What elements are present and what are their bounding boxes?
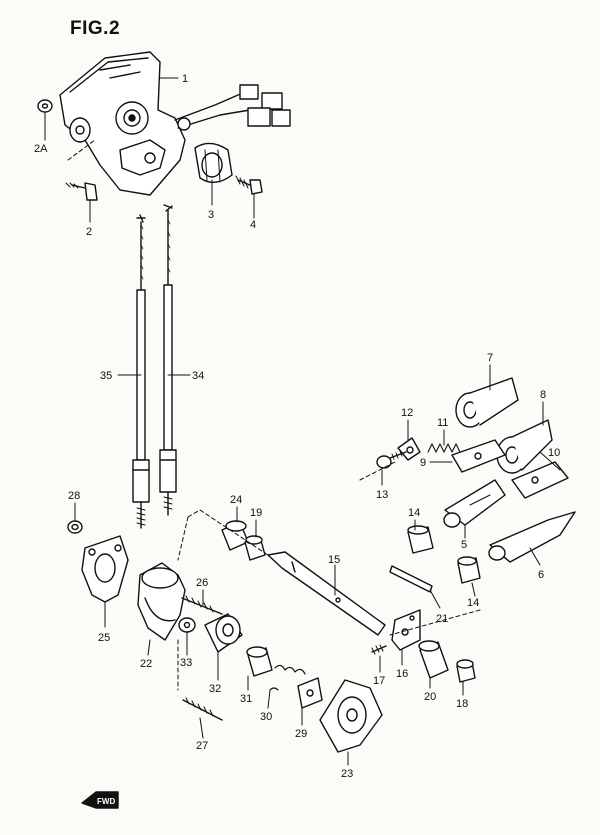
callout-9: 9: [420, 457, 426, 469]
leader-lines: [44, 77, 561, 766]
part-9-plate: [451, 439, 506, 473]
callout-6: 6: [538, 569, 544, 581]
callout-14-upper: 14: [408, 507, 420, 519]
part-18-bushing: [456, 659, 476, 683]
fwd-arrow-icon: FWD: [81, 791, 119, 809]
callout-20: 20: [424, 691, 436, 703]
part-22-housing: [137, 562, 186, 641]
callout-24: 24: [230, 494, 242, 506]
part-17-screw: [371, 644, 387, 655]
part-26-stud: [181, 595, 223, 615]
part-14-bushing-lower: [457, 556, 481, 584]
callout-17: 17: [373, 675, 385, 687]
callout-22: 22: [140, 658, 152, 670]
part-13-screw: [376, 450, 407, 469]
part-2-bolt: [65, 182, 98, 201]
callout-23: 23: [341, 768, 353, 780]
part-31-bushing: [246, 646, 273, 677]
part-10-plate: [511, 461, 569, 499]
callout-16: 16: [396, 668, 408, 680]
callout-18: 18: [456, 698, 468, 710]
part-5-lever: [443, 479, 506, 528]
callout-33: 33: [180, 657, 192, 669]
callout-7: 7: [487, 352, 493, 364]
callout-3: 3: [208, 209, 214, 221]
fwd-label: FWD: [97, 797, 115, 806]
callout-4: 4: [250, 219, 256, 231]
part-6-lever: [488, 511, 576, 563]
part-7-lever-bracket: [455, 377, 519, 428]
part-25-gasket: [81, 535, 129, 603]
part-1-control-box: [59, 51, 291, 196]
part-2A-washer: [37, 99, 53, 113]
callout-2A: 2A: [34, 143, 48, 155]
part-11-spring: [427, 443, 461, 453]
alignment-lines: [67, 139, 481, 691]
part-12-plate: [397, 437, 421, 461]
part-23-cover: [319, 679, 383, 753]
part-14-bushing-upper: [407, 525, 434, 554]
part-24-bushing: [221, 520, 249, 551]
part-35-cable: [132, 214, 150, 529]
callout-19: 19: [250, 507, 262, 519]
callout-11: 11: [437, 417, 448, 429]
part-16-arm: [391, 609, 421, 651]
part-29-plate: [297, 677, 323, 709]
callout-1: 1: [182, 73, 188, 85]
callout-29: 29: [295, 728, 307, 740]
callout-31: 31: [240, 693, 252, 705]
figure-title: FIG.2: [70, 18, 121, 39]
callout-34: 34: [192, 370, 204, 382]
callout-14-lower: 14: [467, 597, 479, 609]
part-8-lever-bracket: [496, 419, 553, 474]
callout-32: 32: [209, 683, 221, 695]
callout-25: 25: [98, 632, 110, 644]
part-15-shaft: [267, 551, 386, 636]
part-33-washer: [178, 617, 196, 633]
part-34-cable: [159, 204, 177, 516]
part-30-spring: [269, 664, 306, 691]
callout-15: 15: [328, 554, 340, 566]
callout-8: 8: [540, 389, 546, 401]
callout-labels: 1 2A 2 3 4 35 34 7 8 12 11 9 10 13 14 5 …: [34, 73, 560, 780]
callout-28: 28: [68, 490, 80, 502]
callout-12: 12: [401, 407, 413, 419]
part-4-screw: [235, 175, 263, 195]
callout-10: 10: [548, 447, 560, 459]
part-28-nut: [67, 520, 83, 534]
callout-26: 26: [196, 577, 208, 589]
callout-21: 21: [436, 613, 448, 625]
part-19-bushing: [244, 535, 266, 561]
part-21-rod: [389, 565, 433, 593]
callout-13: 13: [376, 489, 388, 501]
part-20-bushing: [418, 640, 449, 679]
part-3-grommet: [194, 142, 233, 183]
callout-35: 35: [100, 370, 112, 382]
part-27-stud: [182, 697, 223, 721]
part-32-collar: [204, 613, 243, 653]
callout-2: 2: [86, 226, 92, 238]
callout-30: 30: [260, 711, 272, 723]
callout-27: 27: [196, 740, 208, 752]
callout-5: 5: [461, 539, 467, 551]
